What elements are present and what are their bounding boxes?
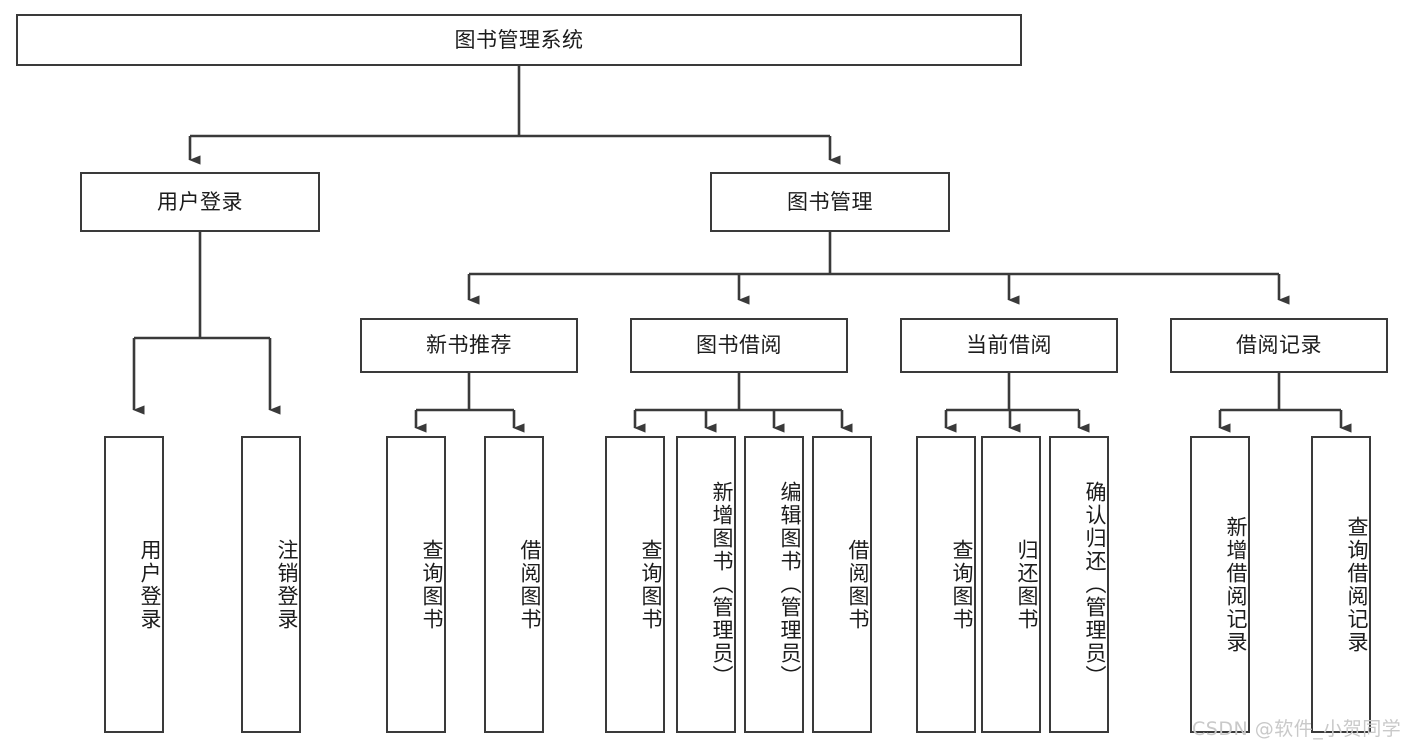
- node-leaf-borrow-book-recommend-label: 借阅图书: [518, 538, 542, 631]
- node-leaf-query-book-recommend-label: 查询图书: [420, 538, 444, 631]
- node-leaf-add-borrow-record[interactable]: 新增借阅记录: [1190, 436, 1250, 733]
- node-leaf-query-book-borrow[interactable]: 查询图书: [605, 436, 665, 733]
- node-leaf-query-book-recommend[interactable]: 查询图书: [386, 436, 446, 733]
- node-leaf-add-book-admin-label: 新增图书（管理员）: [710, 481, 734, 688]
- node-leaf-add-borrow-record-label: 新增借阅记录: [1224, 515, 1248, 654]
- node-leaf-confirm-return-admin-label: 确认归还（管理员）: [1083, 481, 1107, 688]
- node-current-borrow-label: 当前借阅: [966, 333, 1052, 358]
- node-leaf-query-book-current[interactable]: 查询图书: [916, 436, 976, 733]
- node-borrow-record-label: 借阅记录: [1236, 333, 1322, 358]
- node-leaf-edit-book-admin-label: 编辑图书（管理员）: [778, 481, 802, 688]
- node-root-system[interactable]: 图书管理系统: [16, 14, 1022, 66]
- node-leaf-query-book-borrow-label: 查询图书: [639, 538, 663, 631]
- node-book-management[interactable]: 图书管理: [710, 172, 950, 232]
- node-leaf-query-borrow-record-label: 查询借阅记录: [1345, 515, 1369, 654]
- node-leaf-return-book[interactable]: 归还图书: [981, 436, 1041, 733]
- csdn-watermark: CSDN @软件_小贺同学: [1192, 718, 1402, 740]
- node-leaf-logout-label: 注销登录: [275, 538, 299, 631]
- node-borrow-record[interactable]: 借阅记录: [1170, 318, 1388, 373]
- node-leaf-user-login-label: 用户登录: [138, 538, 162, 631]
- node-user-login-label: 用户登录: [157, 189, 243, 214]
- node-current-borrow[interactable]: 当前借阅: [900, 318, 1118, 373]
- node-book-borrow[interactable]: 图书借阅: [630, 318, 848, 373]
- node-book-management-label: 图书管理: [787, 189, 873, 214]
- node-user-login[interactable]: 用户登录: [80, 172, 320, 232]
- node-leaf-edit-book-admin[interactable]: 编辑图书（管理员）: [744, 436, 804, 733]
- node-leaf-borrow-book[interactable]: 借阅图书: [812, 436, 872, 733]
- node-leaf-query-borrow-record[interactable]: 查询借阅记录: [1311, 436, 1371, 733]
- node-new-book-recommend[interactable]: 新书推荐: [360, 318, 578, 373]
- node-leaf-return-book-label: 归还图书: [1015, 538, 1039, 631]
- node-new-book-recommend-label: 新书推荐: [426, 333, 512, 358]
- node-leaf-add-book-admin[interactable]: 新增图书（管理员）: [676, 436, 736, 733]
- node-leaf-logout[interactable]: 注销登录: [241, 436, 301, 733]
- node-leaf-borrow-book-recommend[interactable]: 借阅图书: [484, 436, 544, 733]
- node-leaf-confirm-return-admin[interactable]: 确认归还（管理员）: [1049, 436, 1109, 733]
- node-root-system-label: 图书管理系统: [454, 27, 584, 52]
- node-leaf-user-login[interactable]: 用户登录: [104, 436, 164, 733]
- node-leaf-borrow-book-label: 借阅图书: [846, 538, 870, 631]
- node-leaf-query-book-current-label: 查询图书: [950, 538, 974, 631]
- node-book-borrow-label: 图书借阅: [696, 333, 782, 358]
